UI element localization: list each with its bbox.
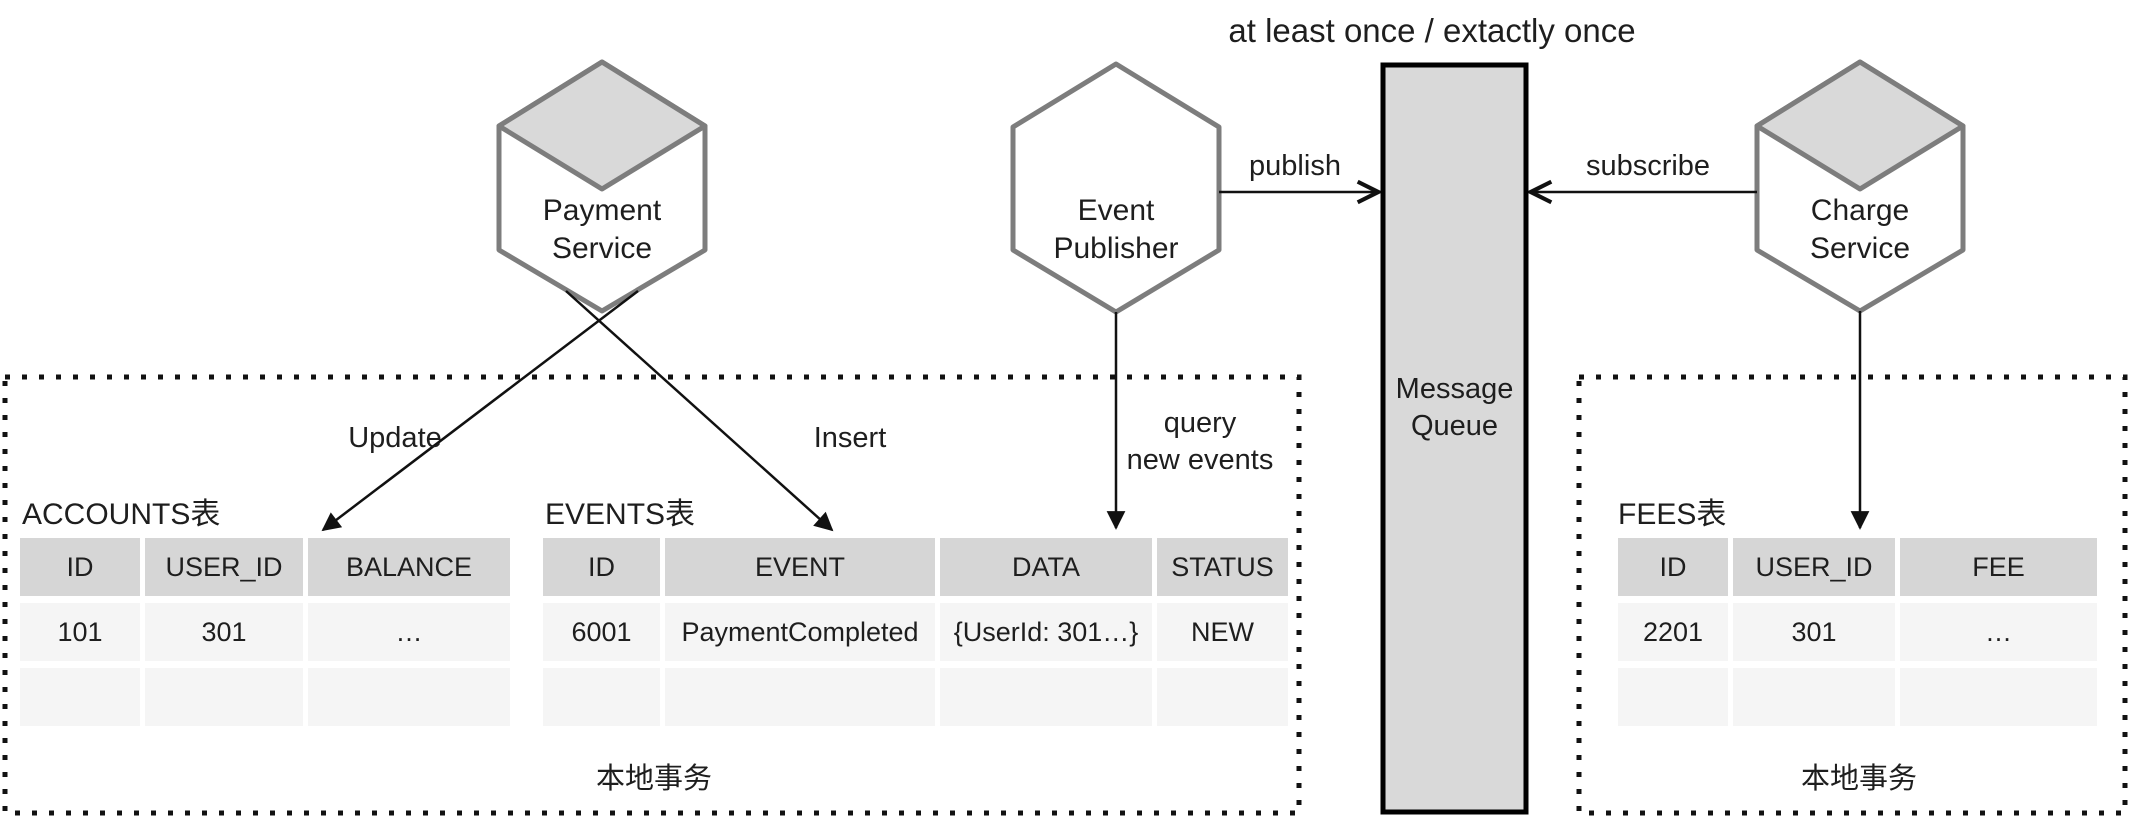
diagram-title: at least once / extactly once bbox=[1228, 12, 1636, 49]
fees-col-header: USER_ID bbox=[1733, 538, 1895, 596]
events-col-header: STATUS bbox=[1157, 538, 1288, 596]
charge-service-label-line2: Service bbox=[1809, 232, 1911, 265]
fees-header-row: ID USER_ID FEE bbox=[1618, 538, 2097, 596]
fees-cell: 301 bbox=[1733, 603, 1895, 661]
events-table-row: 6001 PaymentCompleted {UserId: 301…} NEW bbox=[543, 603, 1288, 661]
accounts-cell: 301 bbox=[145, 603, 303, 661]
charge-service-cube-top-face bbox=[1754, 59, 1966, 192]
local-transaction-caption-right: 本地事务 bbox=[1800, 763, 1917, 795]
local-transaction-box-left bbox=[2, 374, 1302, 816]
events-cell: 6001 bbox=[543, 603, 660, 661]
accounts-cell: … bbox=[308, 603, 510, 661]
subscribe-arrow-label: subscribe bbox=[1585, 150, 1711, 182]
insert-arrow-label: Insert bbox=[813, 422, 887, 454]
query-new-events-label: query new events bbox=[1090, 405, 1310, 479]
accounts-table: ID USER_ID BALANCE 101 301 … bbox=[20, 538, 510, 726]
events-table-row bbox=[543, 668, 1288, 726]
fees-table: ID USER_ID FEE 2201 301 … bbox=[1618, 538, 2097, 726]
event-publisher-label-line2: Publisher bbox=[1053, 232, 1179, 265]
fees-table-row bbox=[1618, 668, 2097, 726]
publish-arrow-label: publish bbox=[1249, 150, 1341, 182]
events-col-header: EVENT bbox=[665, 538, 935, 596]
fees-col-header: FEE bbox=[1900, 538, 2097, 596]
payment-service-label-line2: Service bbox=[551, 232, 653, 265]
events-col-header: ID bbox=[543, 538, 660, 596]
events-cell: {UserId: 301…} bbox=[940, 603, 1152, 661]
fees-cell: … bbox=[1900, 603, 2097, 661]
accounts-cell bbox=[308, 668, 510, 726]
accounts-cell bbox=[145, 668, 303, 726]
events-header-row: ID EVENT DATA STATUS bbox=[543, 538, 1288, 596]
local-transaction-caption-left: 本地事务 bbox=[595, 763, 712, 795]
update-arrow-label: Update bbox=[348, 422, 442, 454]
accounts-col-header: ID bbox=[20, 538, 140, 596]
fees-cell bbox=[1733, 668, 1895, 726]
accounts-header-row: ID USER_ID BALANCE bbox=[20, 538, 510, 596]
fees-col-header: ID bbox=[1618, 538, 1728, 596]
accounts-table-title: ACCOUNTS表 bbox=[22, 498, 221, 531]
events-cell bbox=[940, 668, 1152, 726]
event-publisher-label: Event Publisher bbox=[1013, 192, 1219, 268]
events-cell: PaymentCompleted bbox=[665, 603, 935, 661]
events-cell bbox=[665, 668, 935, 726]
accounts-col-header: BALANCE bbox=[308, 538, 510, 596]
message-queue-shape bbox=[1380, 62, 1529, 815]
accounts-cell bbox=[20, 668, 140, 726]
events-col-header: DATA bbox=[940, 538, 1152, 596]
charge-service-label: Charge Service bbox=[1757, 192, 1963, 268]
query-new-events-label-line1: query bbox=[1163, 407, 1237, 439]
events-cell: NEW bbox=[1157, 603, 1288, 661]
events-table: ID EVENT DATA STATUS 6001 PaymentComplet… bbox=[543, 538, 1288, 726]
accounts-cell: 101 bbox=[20, 603, 140, 661]
fees-cell bbox=[1900, 668, 2097, 726]
message-queue-label: Message Queue bbox=[1383, 371, 1526, 445]
query-new-events-label-line2: new events bbox=[1126, 444, 1274, 476]
fees-table-title: FEES表 bbox=[1618, 498, 1727, 531]
fees-cell bbox=[1618, 668, 1728, 726]
accounts-col-header: USER_ID bbox=[145, 538, 303, 596]
insert-arrow bbox=[565, 290, 834, 532]
fees-table-row: 2201 301 … bbox=[1618, 603, 2097, 661]
payment-service-cube-top-face bbox=[496, 59, 708, 192]
events-cell bbox=[1157, 668, 1288, 726]
update-arrow bbox=[321, 290, 639, 532]
accounts-table-row: 101 301 … bbox=[20, 603, 510, 661]
payment-service-label-line1: Payment bbox=[542, 194, 662, 227]
event-publisher-hexagon bbox=[1010, 61, 1222, 315]
payment-service-label: Payment Service bbox=[499, 192, 705, 268]
event-publisher-label-line1: Event bbox=[1077, 194, 1155, 227]
events-table-title: EVENTS表 bbox=[545, 498, 696, 531]
charge-service-label-line1: Charge bbox=[1810, 194, 1910, 227]
fees-cell: 2201 bbox=[1618, 603, 1728, 661]
message-queue-label-line2: Queue bbox=[1410, 410, 1499, 442]
accounts-table-row bbox=[20, 668, 510, 726]
events-cell bbox=[543, 668, 660, 726]
local-transaction-box-right bbox=[1576, 374, 2128, 816]
message-queue-label-line1: Message bbox=[1395, 373, 1514, 405]
